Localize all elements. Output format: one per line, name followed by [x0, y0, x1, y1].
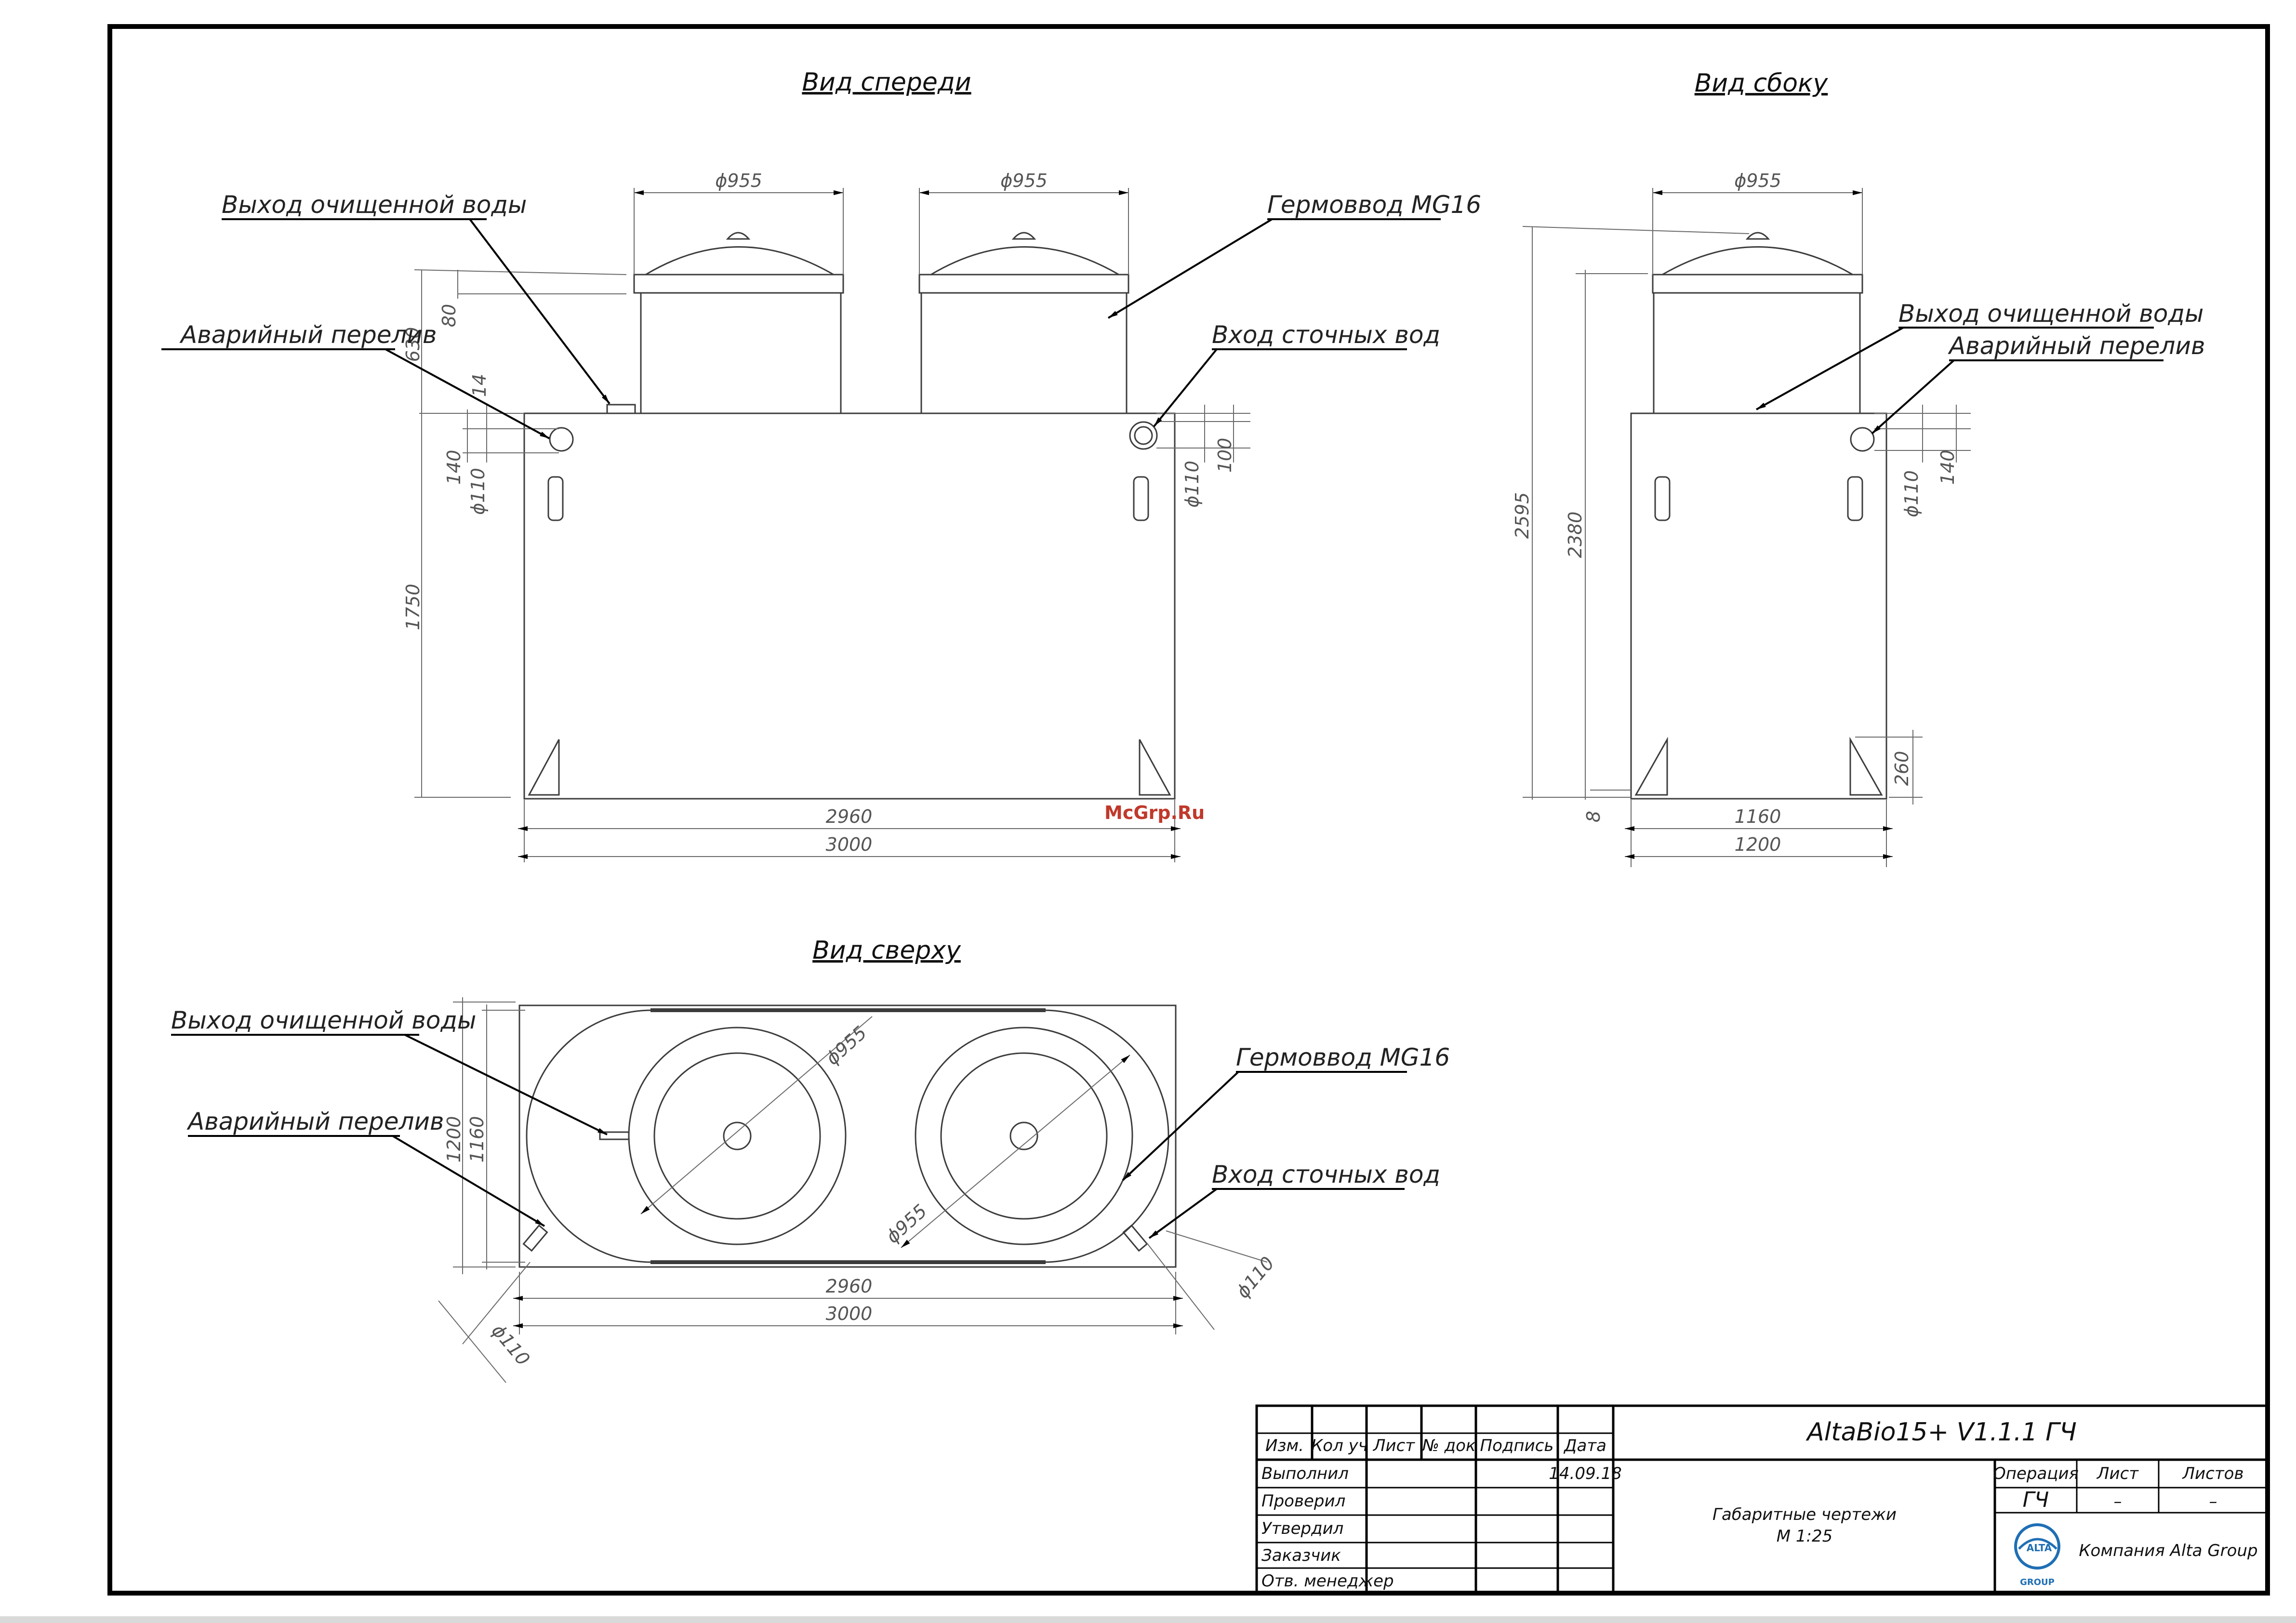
front-view-title: Вид спереди — [802, 68, 971, 97]
front-dome-left-cap — [645, 246, 834, 276]
front-tank-body — [523, 412, 1176, 800]
dim-top-1200: 1200 — [443, 1116, 465, 1163]
callout-side-outlet: Выход очищенной воды — [1898, 300, 2203, 328]
company-logo: ALTA GROUP — [2014, 1523, 2060, 1587]
callout-side-overflow: Аварийный перелив — [1948, 332, 2205, 360]
watermark: McGrp.Ru — [1104, 802, 1205, 823]
front-inlet-pipe — [1129, 421, 1158, 450]
dim-top-110-left: ϕ110 — [488, 1320, 534, 1370]
tb-row-customer: Заказчик — [1261, 1546, 1341, 1565]
dim-side-110: ϕ110 — [1901, 470, 1922, 517]
callout-top-gland: Гермоввод MG16 — [1236, 1043, 1450, 1071]
dim-front-14: 14 — [469, 374, 490, 397]
tb-header-list: Лист — [1372, 1436, 1415, 1455]
tb-header-izm: Изм. — [1265, 1436, 1304, 1455]
side-dome-flange — [1652, 274, 1863, 294]
callout-front-inlet: Вход сточных вод — [1212, 321, 1440, 349]
svg-text:GROUP: GROUP — [2020, 1577, 2055, 1587]
tb-row-executed: Выполнил — [1261, 1464, 1349, 1483]
dim-front-630: 630 — [402, 327, 424, 362]
front-dome-left-flange — [633, 274, 844, 294]
dim-top-1160: 1160 — [466, 1116, 488, 1163]
callout-top-outlet: Выход очищенной воды — [171, 1006, 476, 1034]
svg-text:ALTA: ALTA — [2027, 1542, 2052, 1554]
top-view-title: Вид сверху — [812, 936, 961, 965]
dim-front-140: 140 — [443, 450, 465, 485]
dim-front-dia-left: ϕ955 — [715, 170, 762, 191]
tb-header-doc: № док — [1421, 1436, 1475, 1455]
dim-side-2380: 2380 — [1565, 512, 1586, 558]
top-view: Вид сверху ϕ955 ϕ955 1200 1160 2960 3000 — [171, 936, 1450, 1383]
dim-side-1160: 1160 — [1735, 806, 1781, 827]
front-view: Вид спереди ϕ955 ϕ955 — [161, 68, 1481, 862]
dim-side-dia: ϕ955 — [1734, 170, 1781, 191]
dim-side-2595: 2595 — [1512, 492, 1533, 539]
dim-front-2960: 2960 — [826, 806, 873, 827]
tb-col-operation: Операция — [1993, 1464, 2079, 1483]
tb-row-checked: Проверил — [1261, 1491, 1345, 1511]
dim-front-100: 100 — [1214, 438, 1235, 473]
tb-operation-value: ГЧ — [2023, 1488, 2049, 1512]
title-block: Изм. Кол уч Лист № док Подпись Дата Выпо… — [1255, 1404, 2269, 1595]
callout-front-gland: Гермоввод MG16 — [1267, 191, 1481, 219]
callout-front-outlet: Выход очищенной воды — [222, 191, 527, 219]
front-overflow-pipe — [549, 427, 574, 452]
dim-side-8: 8 — [1583, 811, 1604, 822]
callout-top-overflow: Аварийный перелив — [186, 1108, 444, 1135]
side-tank-body — [1630, 412, 1887, 800]
callout-front-overflow: Аварийный перелив — [179, 321, 437, 349]
tb-company: Компания Alta Group — [2079, 1541, 2257, 1560]
tb-row-approved: Утвердил — [1261, 1519, 1343, 1538]
tb-row-manager: Отв. менеджер — [1261, 1571, 1394, 1591]
tb-description-1: Габаритные чертежи — [1712, 1505, 1897, 1524]
dim-top-dia-lower: ϕ955 — [882, 1200, 931, 1247]
top-hatch-right — [915, 1027, 1133, 1245]
dim-front-1750: 1750 — [402, 584, 424, 631]
dim-front-110-left: ϕ110 — [467, 468, 489, 515]
side-view: Вид сбоку ϕ955 2595 2380 8 ϕ110 140 — [1512, 69, 2205, 867]
tb-date: 14.09.18 — [1549, 1464, 1621, 1483]
tb-col-sheet: Лист — [2096, 1464, 2139, 1483]
dim-top-110-right: ϕ110 — [1232, 1253, 1278, 1302]
top-hatch-left — [628, 1027, 847, 1245]
page-bottom-bar — [0, 1616, 2296, 1623]
dim-side-140: 140 — [1937, 450, 1958, 485]
dim-top-3000: 3000 — [826, 1303, 873, 1324]
dim-side-260: 260 — [1891, 751, 1912, 786]
tb-header-date: Дата — [1563, 1436, 1606, 1455]
dim-side-1200: 1200 — [1735, 834, 1781, 855]
tb-doc-title: AltaBio15+ V1.1.1 ГЧ — [1805, 1418, 2077, 1447]
tb-sheet-value: – — [2114, 1492, 2122, 1511]
tb-sheets-value: – — [2209, 1492, 2217, 1511]
front-dome-right-cap — [930, 246, 1119, 276]
dim-front-3000: 3000 — [826, 834, 873, 855]
drawing-frame — [107, 24, 2270, 1596]
tb-header-sign: Подпись — [1480, 1436, 1554, 1455]
tb-description-2: М 1:25 — [1777, 1527, 1833, 1546]
dim-front-dia-right: ϕ955 — [1000, 170, 1048, 191]
side-view-title: Вид сбоку — [1695, 69, 1829, 98]
callout-top-inlet: Вход сточных вод — [1212, 1161, 1440, 1188]
dim-top-2960: 2960 — [826, 1276, 873, 1297]
top-tank-outline — [518, 1004, 1177, 1268]
tb-col-sheets: Листов — [2181, 1464, 2243, 1483]
side-overflow-pipe — [1850, 427, 1875, 452]
front-dome-right-flange — [918, 274, 1129, 294]
dim-top-dia-upper: ϕ955 — [822, 1022, 871, 1069]
dim-front-80: 80 — [438, 304, 460, 327]
tb-header-kol: Кол уч — [1311, 1436, 1368, 1455]
dim-front-110-right: ϕ110 — [1181, 461, 1203, 508]
